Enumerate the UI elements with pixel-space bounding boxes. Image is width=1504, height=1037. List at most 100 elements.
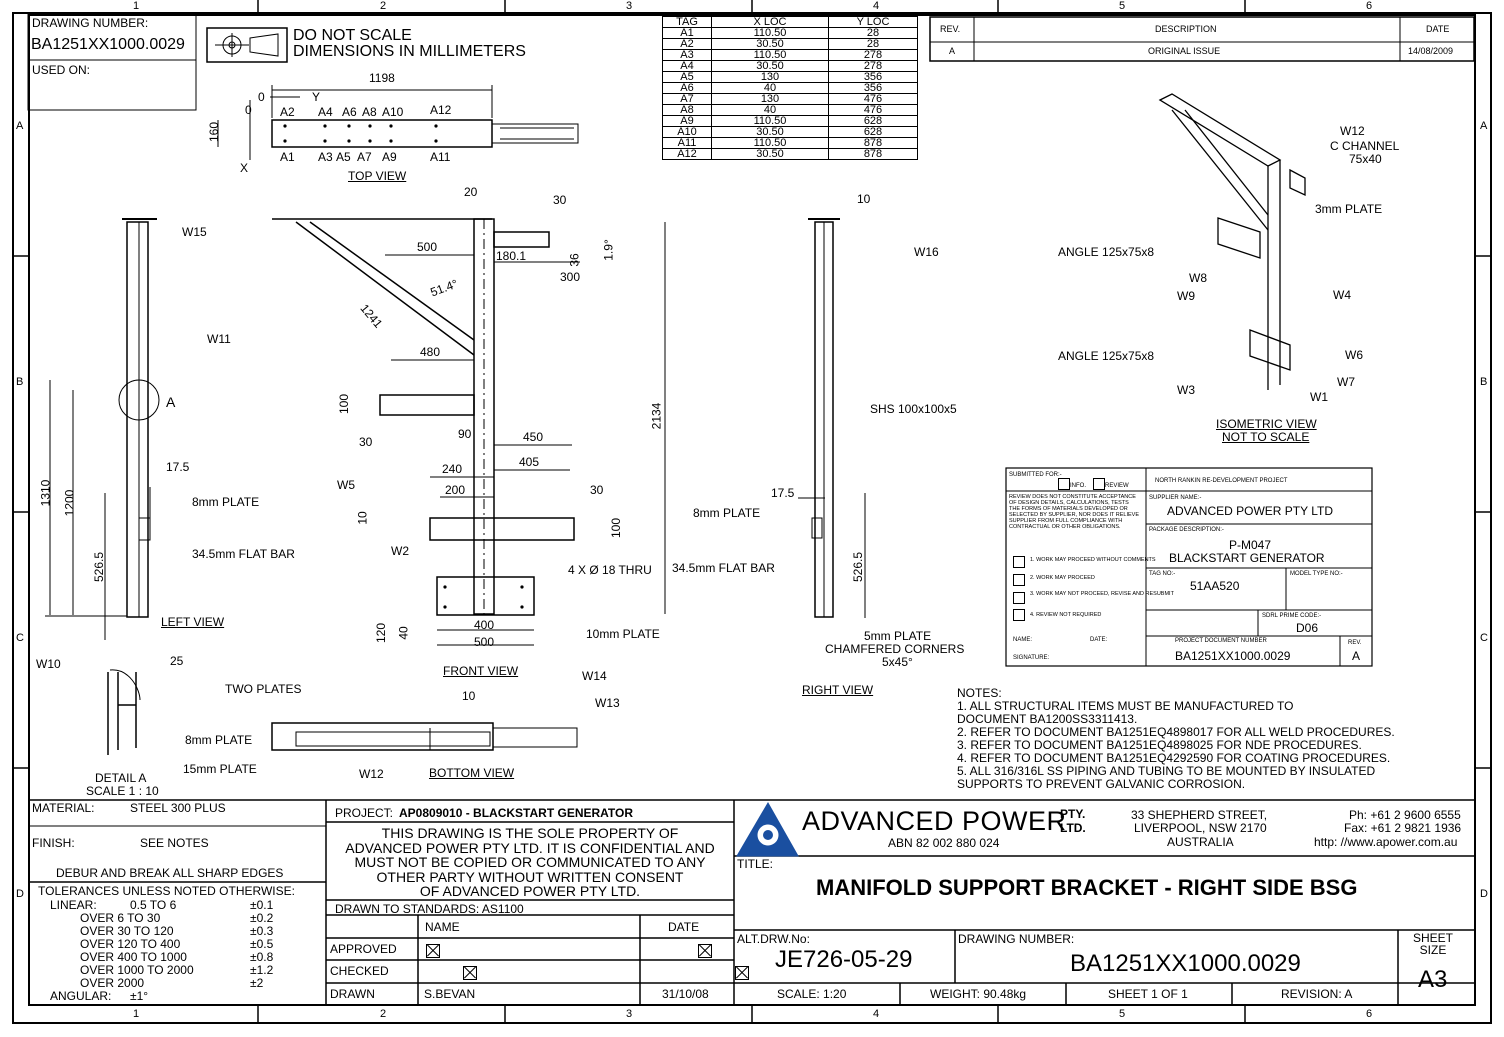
- review-label: REVIEW: [1105, 483, 1129, 489]
- option-3-checkbox[interactable]: [1013, 592, 1025, 604]
- signature-label: SIGNATURE:: [1013, 655, 1050, 661]
- tolerance-range: OVER 6 TO 30: [80, 911, 161, 925]
- weld-w9: W9: [1177, 289, 1195, 303]
- weld-w13: W13: [595, 696, 620, 710]
- sheet-size: A3: [1418, 966, 1448, 993]
- dim-480: 480: [420, 345, 441, 359]
- dim-180-1: 180.1: [496, 249, 527, 263]
- axis-x: X: [240, 161, 249, 175]
- tolerance-heading: TOLERANCES UNLESS NOTED OTHERWISE:: [38, 884, 295, 898]
- dim-240: 240: [442, 462, 463, 476]
- detail-a-scale: SCALE 1 : 10: [86, 784, 159, 798]
- rev-value: A: [949, 46, 956, 56]
- detail-a-marker: A: [166, 394, 176, 410]
- company-ltd: LTD.: [1060, 821, 1086, 835]
- tolerance-value: ±0.5: [250, 937, 274, 951]
- dim-20: 20: [464, 185, 478, 199]
- option-1-checkbox[interactable]: [1013, 556, 1025, 568]
- zone-col-6: 6: [1366, 0, 1373, 12]
- revision: REVISION: A: [1281, 987, 1353, 1001]
- company-abn: ABN 82 002 880 024: [888, 836, 1000, 850]
- zone-col-6-bottom: 6: [1366, 1008, 1373, 1020]
- dim-10-bottom: 10: [462, 689, 476, 703]
- weld-w12-iso: W12: [1340, 124, 1365, 138]
- checked-name-box[interactable]: [462, 966, 477, 980]
- weld-w8: W8: [1189, 271, 1207, 285]
- sdrl-code: D06: [1296, 621, 1319, 635]
- option-2: 2. WORK MAY PROCEED: [1030, 575, 1095, 581]
- tag-a12: A12: [430, 103, 452, 117]
- standards: DRAWN TO STANDARDS: AS1100: [335, 902, 524, 916]
- tag-a3: A3: [318, 150, 333, 164]
- scale: SCALE: 1:20: [777, 987, 847, 1001]
- dwg-number-label: DRAWING NUMBER:: [32, 16, 149, 30]
- review-checkbox[interactable]: [1093, 478, 1105, 490]
- dim-1-9-deg: 1.9°: [601, 239, 616, 261]
- holes-callout: 4 X Ø 18 THRU: [568, 563, 652, 577]
- sdrl-label: SDRL PRIME CODE:-: [1262, 613, 1322, 619]
- tolerance-range: 0.5 TO 6: [130, 898, 177, 912]
- description-header: DESCRIPTION: [1155, 24, 1217, 34]
- detail-a-title: DETAIL A: [95, 771, 147, 785]
- date-header: DATE: [1426, 24, 1450, 34]
- info-checkbox[interactable]: [1058, 478, 1070, 490]
- tolerance-range: OVER 2000: [80, 976, 145, 990]
- plate-8mm-left: 8mm PLATE: [192, 495, 260, 509]
- angular-label: ANGULAR:: [50, 989, 112, 1003]
- dim-526-5-left: 526.5: [92, 551, 107, 583]
- dim-100-right: 100: [609, 517, 624, 539]
- dim-17-5-left: 17.5: [166, 460, 190, 474]
- zone-row-c-right: C: [1480, 632, 1488, 644]
- tolerance-value: ±0.2: [250, 911, 274, 925]
- checked-label: CHECKED: [330, 964, 389, 978]
- plate-8mm-detail: 8mm PLATE: [185, 733, 253, 747]
- name-col-header: NAME: [425, 920, 460, 934]
- zone-col-1-bottom: 1: [133, 1008, 140, 1020]
- finish-value: SEE NOTES: [140, 836, 209, 850]
- approved-date-box[interactable]: [698, 944, 713, 958]
- tolerance-value: ±1.2: [250, 963, 274, 977]
- zone-col-2-bottom: 2: [380, 1008, 387, 1020]
- dim-30-right: 30: [590, 483, 604, 497]
- dim-500-bottom: 500: [474, 635, 495, 649]
- xloc-header: X LOC: [711, 16, 829, 28]
- zone-row-a-right: A: [1480, 120, 1488, 132]
- front-view-title: FRONT VIEW: [443, 664, 519, 678]
- form-rev-label: REV.: [1348, 640, 1362, 646]
- tolerance-range: OVER 120 TO 400: [80, 937, 181, 951]
- dim-30-mid: 30: [359, 435, 373, 449]
- weld-w1: W1: [1310, 390, 1328, 404]
- dim-10-front: 10: [355, 511, 370, 525]
- company-phone: Ph: +61 2 9600 6555: [1349, 808, 1461, 822]
- zone-col-5-bottom: 5: [1119, 1008, 1126, 1020]
- tolerance-value: ±0.1: [250, 898, 274, 912]
- tolerance-range: OVER 400 TO 1000: [80, 950, 187, 964]
- iso-not-to-scale: NOT TO SCALE: [1222, 430, 1310, 444]
- alt-drw-number: JE726-05-29: [775, 946, 913, 973]
- address-line-3: AUSTRALIA: [1167, 835, 1234, 849]
- two-plates: TWO PLATES: [225, 682, 302, 696]
- approved-name-box[interactable]: [426, 944, 440, 958]
- sheet-number: SHEET 1 OF 1: [1108, 987, 1188, 1001]
- tolerance-value: ±0.3: [250, 924, 274, 938]
- supplier-name: ADVANCED POWER PTY LTD: [1167, 504, 1334, 518]
- used-on-label: USED ON:: [32, 63, 91, 77]
- zone-row-b-right: B: [1480, 376, 1488, 388]
- company-web[interactable]: http: //www.apower.com.au: [1314, 835, 1458, 849]
- plate-3mm: 3mm PLATE: [1315, 202, 1383, 216]
- checked-date-box[interactable]: [735, 966, 750, 980]
- dim-30-top: 30: [553, 193, 567, 207]
- drawn-date: 31/10/08: [662, 987, 709, 1001]
- option-2-checkbox[interactable]: [1013, 574, 1025, 586]
- option-3: 3. WORK MAY NOT PROCEED, REVISE AND RESU…: [1030, 591, 1174, 597]
- sheet-size-label: SHEET SIZE: [1412, 931, 1453, 957]
- dim-90: 90: [458, 427, 472, 441]
- doc-no: BA1251XX1000.0029: [1175, 649, 1291, 663]
- tag-header: TAG: [662, 16, 712, 28]
- weld-w6: W6: [1345, 348, 1363, 362]
- option-4-checkbox[interactable]: [1013, 609, 1025, 621]
